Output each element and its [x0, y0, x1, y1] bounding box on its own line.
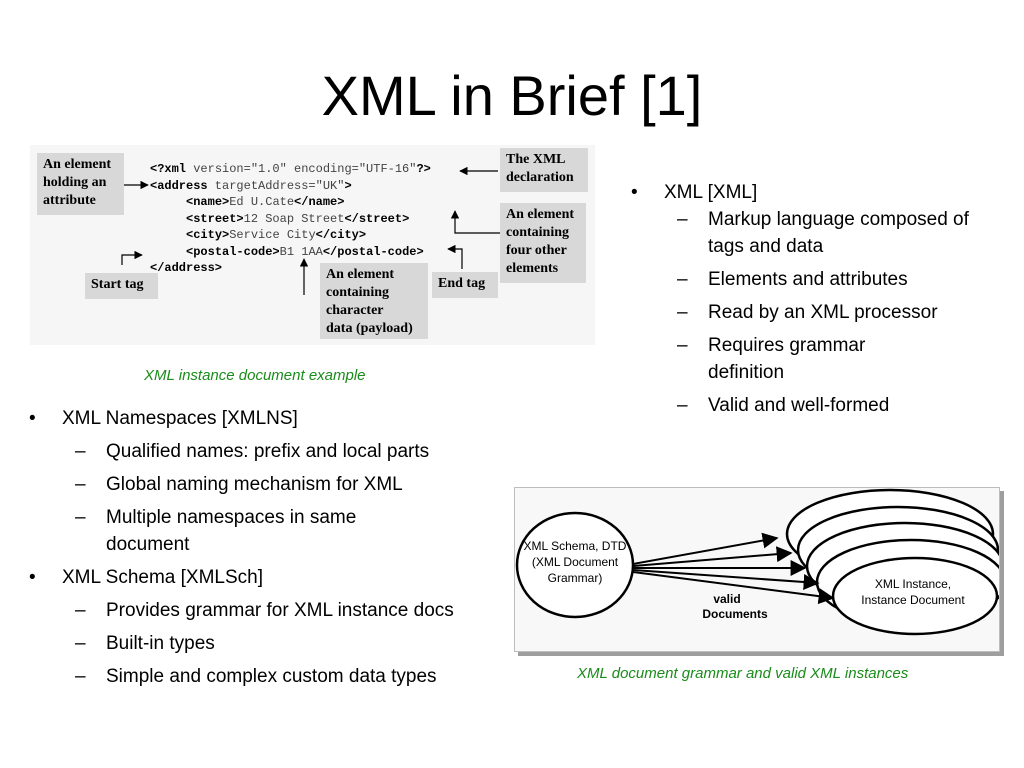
- code-token: <?xml: [150, 162, 187, 176]
- bullet-namespaces: XML Namespaces [XMLNS]: [29, 405, 519, 432]
- bullet-text: XML Schema [XMLSch]: [62, 567, 263, 588]
- bullet-text: Markup language composed of tags and dat…: [708, 209, 969, 257]
- code-token: Service City: [229, 228, 316, 242]
- instance-label-line: XML Instance,: [875, 577, 951, 591]
- xml-example-figure: An element holding an attribute The XML …: [30, 145, 595, 345]
- code-token: ?>: [416, 162, 431, 176]
- callout-line: attribute: [43, 193, 96, 208]
- callout-line: End tag: [438, 276, 486, 291]
- bullet-text: Elements and attributes: [708, 269, 908, 290]
- bullet-text: XML Namespaces [XMLNS]: [62, 408, 298, 429]
- sub-bullet: Requires grammar definition: [631, 332, 1011, 386]
- callout-line: An element: [43, 157, 112, 172]
- callout-element-attribute: An element holding an attribute: [37, 153, 124, 215]
- valid-label-line: Documents: [702, 607, 768, 621]
- bullet-text: Provides grammar for XML instance docs: [106, 600, 454, 621]
- bullet-text: Multiple namespaces in same document: [106, 507, 357, 555]
- grammar-label-line: (XML Document: [532, 555, 619, 569]
- sub-bullet: Multiple namespaces in same document: [29, 504, 519, 558]
- bullet-schema: XML Schema [XMLSch]: [29, 564, 519, 591]
- code-token: <street>: [186, 211, 244, 226]
- callout-line: The XML: [506, 152, 566, 167]
- callout-line: data (payload): [326, 321, 413, 336]
- bullet-text: XML [XML]: [664, 182, 758, 203]
- slide-title: XML in Brief [1]: [321, 64, 703, 127]
- sub-bullet: Qualified names: prefix and local parts: [29, 438, 519, 465]
- right-bullet-list: XML [XML] Markup language composed of ta…: [631, 179, 1011, 419]
- callout-end-tag: End tag: [432, 272, 498, 298]
- sub-bullet: Global naming mechanism for XML: [29, 471, 519, 498]
- sub-bullet: Simple and complex custom data types: [29, 663, 519, 690]
- callout-line: An element: [506, 207, 575, 222]
- callout-line: An element: [326, 267, 395, 282]
- arrow-end-tag: [447, 244, 463, 269]
- bullet-text: Built-in types: [106, 633, 215, 654]
- valid-label-line: valid: [713, 592, 740, 606]
- grammar-label-line: XML Schema, DTD: [524, 539, 627, 553]
- valid-arrow: [632, 546, 793, 567]
- callout-line: elements: [506, 261, 559, 276]
- callout-line: four other: [506, 243, 567, 258]
- bullet-text: Qualified names: prefix and local parts: [106, 441, 430, 462]
- bullet-text: Read by an XML processor: [708, 302, 938, 323]
- code-token: </street>: [344, 211, 410, 226]
- bullet-text: Valid and well-formed: [708, 395, 890, 416]
- grammar-caption: XML document grammar and valid XML insta…: [577, 665, 909, 682]
- code-token: targetAddress="UK": [207, 178, 345, 193]
- valid-arrow: [632, 569, 820, 590]
- code-token: <city>: [186, 228, 230, 242]
- callout-line: Start tag: [91, 277, 144, 292]
- callout-element-char: An element containing character data (pa…: [320, 263, 428, 339]
- callout-line: declaration: [506, 170, 574, 185]
- callout-line: character: [326, 303, 384, 318]
- code-token: Ed U.Cate: [229, 195, 295, 209]
- grammar-diagram: XML Schema, DTD (XML Document Grammar) X…: [514, 487, 1000, 652]
- code-token: </city>: [315, 228, 367, 242]
- sub-bullet: Provides grammar for XML instance docs: [29, 597, 519, 624]
- callout-element-four: An element containing four other element…: [500, 203, 586, 283]
- callout-line: holding an: [43, 175, 107, 190]
- code-token: B1 1AA: [279, 244, 323, 259]
- sub-bullet: Built-in types: [29, 630, 519, 657]
- code-token: <name>: [186, 195, 230, 209]
- code-token: <address: [150, 178, 208, 193]
- grammar-label-line: Grammar): [548, 571, 603, 585]
- callout-line: containing: [326, 285, 390, 300]
- code-token: </postal-code>: [322, 244, 424, 259]
- bullet-text: Requires grammar definition: [708, 335, 866, 383]
- grammar-diagram-svg: XML Schema, DTD (XML Document Grammar) X…: [515, 488, 999, 636]
- instance-label-line: Instance Document: [861, 593, 965, 607]
- xml-example-caption: XML instance document example: [144, 367, 366, 384]
- callout-start-tag: Start tag: [85, 273, 158, 299]
- callout-arrows: [121, 166, 500, 295]
- code-token: 12 Soap Street: [243, 211, 345, 226]
- sub-bullet: Elements and attributes: [631, 266, 1011, 293]
- valid-arrow: [632, 571, 835, 605]
- sub-bullet: Read by an XML processor: [631, 299, 1011, 326]
- code-token: <postal-code>: [186, 244, 280, 259]
- callout-line: containing: [506, 225, 570, 240]
- code-token: </address>: [150, 261, 223, 275]
- bullet-xml: XML [XML]: [631, 179, 1011, 206]
- arrow-start-tag: [121, 250, 143, 265]
- xml-code: <?xml version="1.0" encoding="UTF-16"?> …: [150, 161, 431, 277]
- sub-bullet: Markup language composed of tags and dat…: [631, 206, 1011, 260]
- arrow-four-elements: [450, 210, 500, 234]
- bullet-text: Global naming mechanism for XML: [106, 474, 403, 495]
- sub-bullet: Valid and well-formed: [631, 392, 1011, 419]
- code-token: version="1.0" encoding="UTF-16": [186, 162, 417, 176]
- code-token: >: [344, 178, 352, 193]
- left-bullet-list: XML Namespaces [XMLNS] Qualified names: …: [29, 405, 519, 690]
- callout-xml-declaration: The XML declaration: [500, 148, 588, 192]
- code-token: </name>: [294, 195, 345, 209]
- valid-arrow: [632, 532, 779, 565]
- bullet-text: Simple and complex custom data types: [106, 666, 437, 687]
